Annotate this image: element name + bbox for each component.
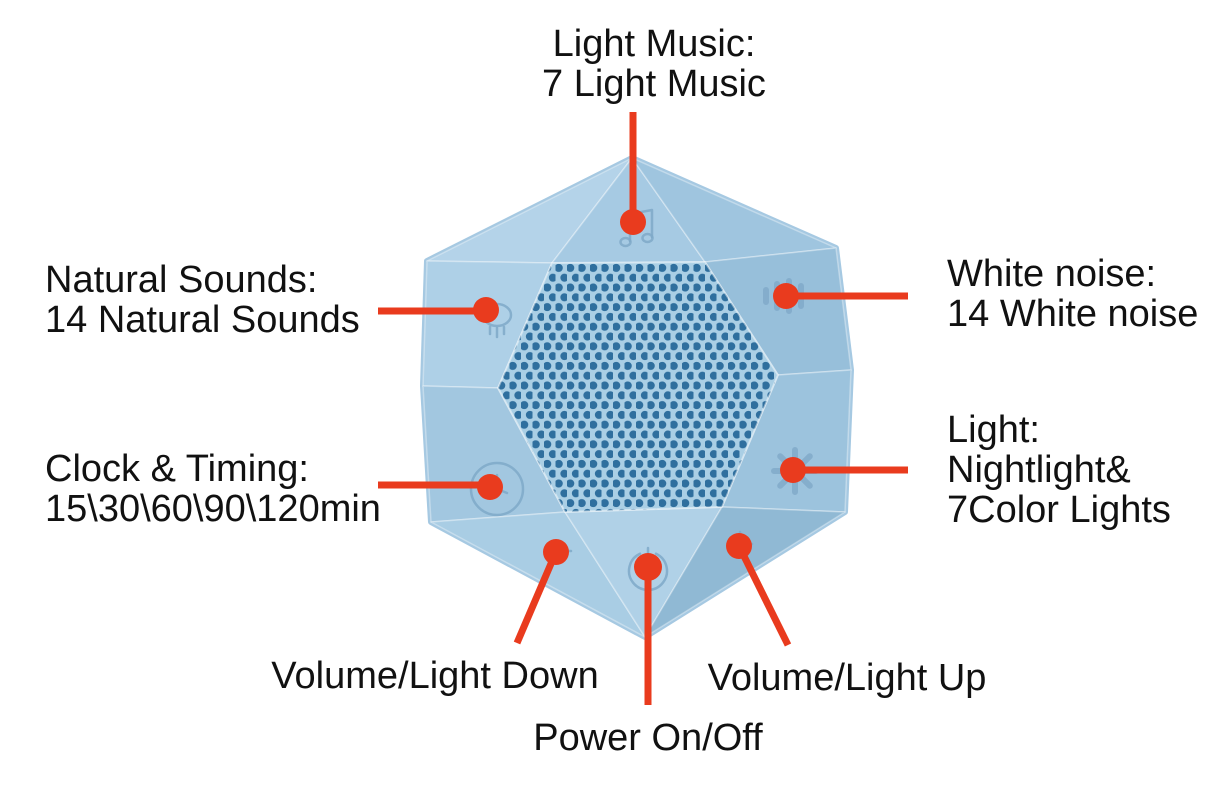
- label-line: 14 Natural Sounds: [45, 299, 360, 341]
- label-white-noise: White noise: 14 White noise: [947, 254, 1198, 334]
- callout-dot-natural-sounds: [473, 297, 499, 323]
- label-clock-timing: Clock & Timing: 15\30\60\90\120min: [45, 449, 381, 529]
- speaker-grille: [497, 261, 779, 513]
- label-power: Power On/Off: [448, 718, 848, 758]
- label-line: Clock & Timing:: [45, 448, 309, 490]
- label-volume-up: Volume/Light Up: [647, 658, 1047, 698]
- callout-line-volume-down: [513, 550, 560, 645]
- callout-dot-clock-timing: [477, 474, 503, 500]
- label-line: Power On/Off: [533, 717, 763, 759]
- callout-dot-volume-down: [543, 539, 569, 565]
- callouts: [378, 112, 908, 705]
- label-natural-sounds: Natural Sounds: 14 Natural Sounds: [45, 260, 360, 340]
- label-light-music: Light Music: 7 Light Music: [454, 24, 854, 104]
- label-line: Volume/Light Up: [707, 657, 987, 699]
- callout-dot-volume-up: [726, 533, 752, 559]
- device-facets: [422, 157, 852, 638]
- callout-dot-light: [780, 457, 806, 483]
- label-line: Volume/Light Down: [271, 655, 599, 697]
- callout-dot-light-music: [620, 209, 646, 235]
- label-line: White noise:: [947, 253, 1157, 295]
- callout-dot-white-noise: [773, 283, 799, 309]
- callout-dot-power: [634, 553, 662, 581]
- label-line: Light Music:: [552, 23, 756, 65]
- label-light: Light: Nightlight& 7Color Lights: [947, 410, 1171, 530]
- label-line: Natural Sounds:: [45, 259, 318, 301]
- label-line: 15\30\60\90\120min: [45, 488, 381, 530]
- callout-line-volume-up: [735, 544, 792, 647]
- label-volume-down: Volume/Light Down: [235, 656, 635, 696]
- label-line: Nightlight&: [947, 449, 1131, 491]
- label-line: Light:: [947, 409, 1040, 451]
- label-line: 14 White noise: [947, 293, 1199, 335]
- label-line: 7 Light Music: [542, 63, 766, 105]
- label-line: 7Color Lights: [947, 489, 1171, 531]
